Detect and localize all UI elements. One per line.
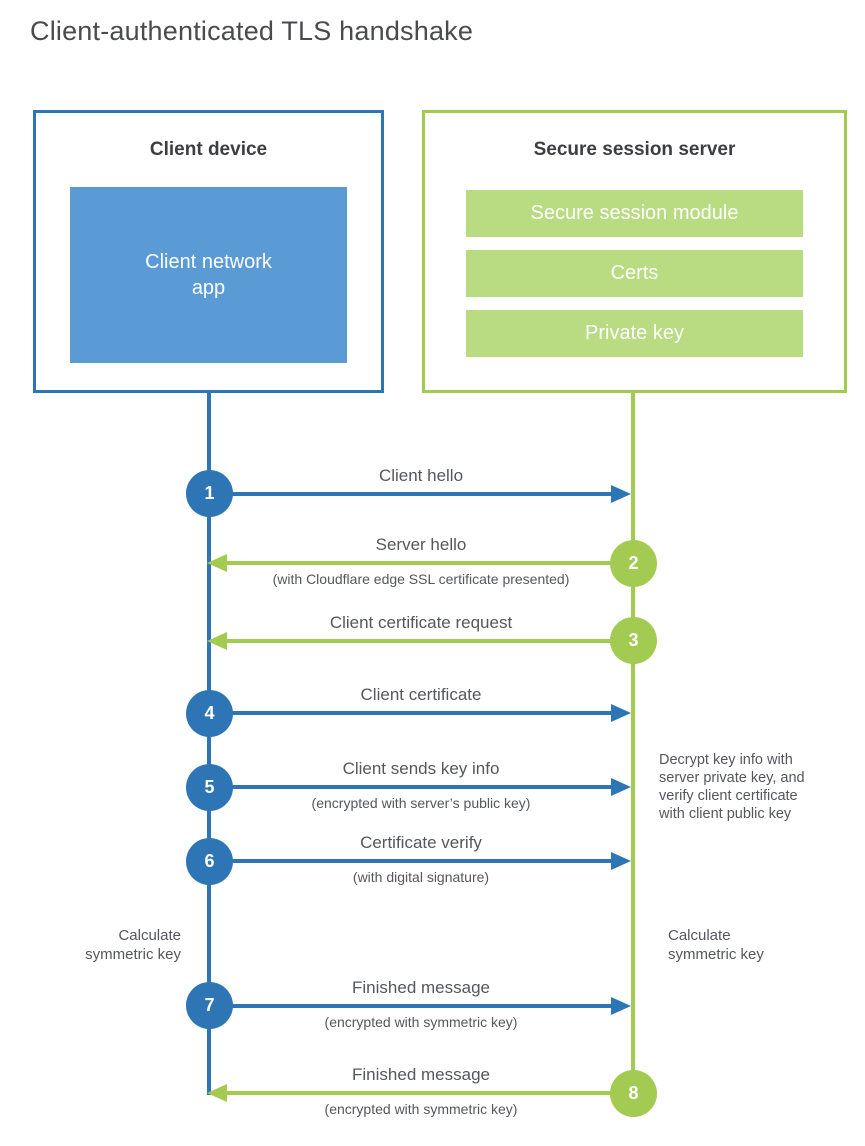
step-8-marker: 8 (610, 1070, 657, 1117)
decrypt-note-line: verify client certificate (659, 788, 798, 804)
step-7-label: Finished message (352, 978, 490, 997)
step-3-label: Client certificate request (329, 613, 513, 632)
step-5-arrowhead-icon (611, 778, 631, 796)
step-2-label: Server hello (375, 535, 467, 554)
secure-session-server-box: Secure session server Secure session mod… (422, 110, 847, 393)
step-8-label: Finished message (352, 1065, 490, 1084)
step-2-sublabel: (with Cloudflare edge SSL certificate pr… (272, 571, 570, 587)
step-2-arrowhead-icon (207, 554, 227, 572)
step-1-label: Client hello (378, 466, 464, 485)
step-3-arrowhead-icon (207, 632, 227, 650)
decrypt-note-line: with client public key (659, 806, 792, 822)
server-module-bar: Secure session module (466, 190, 803, 237)
step-3-arrow (227, 639, 633, 643)
step-3-marker: 3 (610, 617, 657, 664)
step-5-arrow (209, 785, 611, 789)
decrypt-note-line: server private key, and (659, 770, 805, 786)
secure-session-server-heading: Secure session server (533, 139, 736, 160)
step-7-sublabel: (encrypted with symmetric key) (324, 1014, 518, 1030)
server-lifeline (631, 393, 635, 1117)
step-7-arrowhead-icon (611, 997, 631, 1015)
step-5-label: Client sends key info (342, 759, 500, 778)
step-4-arrowhead-icon (611, 704, 631, 722)
server-certs-bar: Certs (466, 250, 803, 297)
client-device-box: Client device Client network app (33, 110, 384, 393)
step-8-sublabel: (encrypted with symmetric key) (324, 1101, 518, 1117)
step-4-marker: 4 (186, 690, 233, 737)
calculate-symmetric-key-server-note: Calculate symmetric key (668, 927, 764, 963)
page-title: Client-authenticated TLS handshake (30, 16, 474, 46)
client-device-heading: Client device (149, 139, 268, 160)
client-lifeline (207, 393, 211, 1095)
step-7-arrow (209, 1004, 611, 1008)
step-4-label: Client certificate (360, 685, 482, 704)
client-network-app-box: Client network app (70, 187, 347, 363)
client-network-app-label: Client network app (145, 251, 272, 299)
step-1-arrow (209, 492, 611, 496)
step-1-arrowhead-icon (611, 485, 631, 503)
decrypt-note-line: Decrypt key info with (659, 752, 793, 768)
step-1-marker: 1 (186, 470, 233, 517)
step-4-arrow (209, 711, 611, 715)
step-5-sublabel: (encrypted with server’s public key) (311, 795, 531, 811)
step-6-arrowhead-icon (611, 852, 631, 870)
decrypt-note: Decrypt key info with server private key… (659, 751, 819, 823)
step-7-marker: 7 (186, 982, 233, 1029)
step-2-marker: 2 (610, 540, 657, 587)
calculate-symmetric-key-client-note: Calculate symmetric key (85, 927, 181, 963)
step-8-arrowhead-icon (207, 1084, 227, 1102)
step-6-marker: 6 (186, 838, 233, 885)
step-5-marker: 5 (186, 764, 233, 811)
server-private-key-bar: Private key (466, 310, 803, 357)
step-6-label: Certificate verify (360, 833, 482, 852)
step-2-arrow (227, 561, 633, 565)
step-6-sublabel: (with digital signature) (352, 869, 490, 885)
step-6-arrow (209, 859, 611, 863)
step-8-arrow (227, 1091, 633, 1095)
